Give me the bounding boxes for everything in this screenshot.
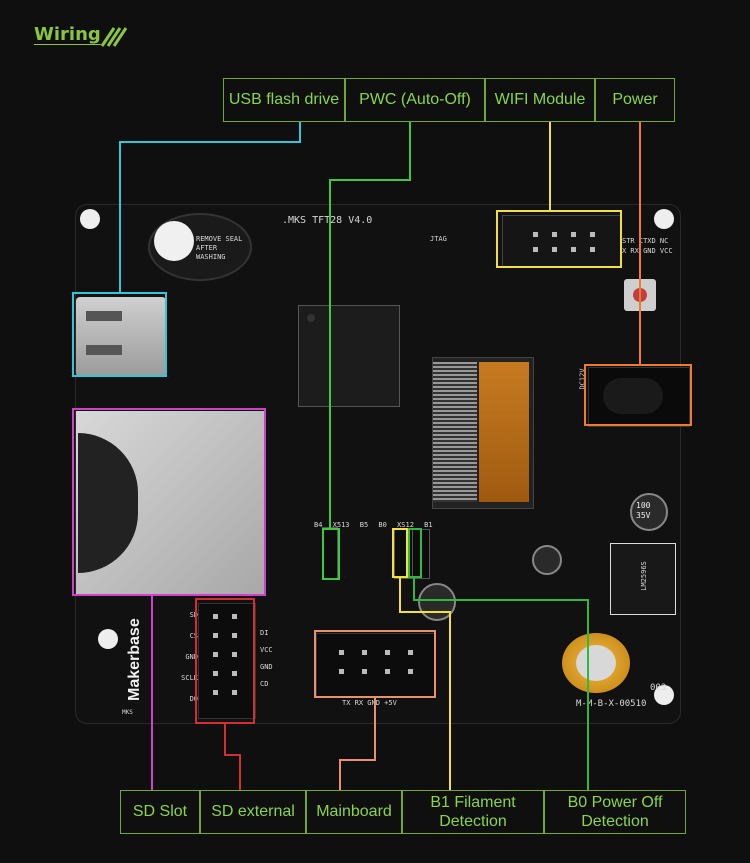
label-usb-flash-drive: USB flash drive: [223, 78, 345, 122]
label-power: Power: [595, 78, 675, 122]
buzzer: REMOVE SEAL AFTER WASHING: [148, 213, 252, 281]
serial-number: M-M-B-X-00510: [576, 699, 647, 709]
b1-highlight: [392, 528, 408, 578]
mks-tft28-board: .MKS TFT28 V4.0 REMOVE SEAL AFTER WASHIN…: [75, 204, 690, 724]
coin-battery: [562, 633, 630, 693]
sd-card-slot: [76, 411, 264, 595]
slash-decoration-icon: [100, 27, 128, 47]
mount-hole: [80, 209, 100, 229]
buzzer-seal: [154, 221, 194, 261]
wifi-pin-label: STR CTXD NC: [622, 237, 669, 245]
mainboard-highlight: [314, 630, 436, 698]
capacitor: [532, 545, 562, 575]
power-highlight: [584, 364, 692, 426]
sd-external-header: [198, 603, 256, 719]
label-pwc: PWC (Auto-Off): [345, 78, 485, 122]
sd-slot-highlight: [72, 408, 266, 596]
pwc-highlight: [322, 528, 340, 580]
wifi-highlight: [496, 210, 622, 268]
label-sd-slot: SD Slot: [120, 790, 200, 834]
mount-hole: [98, 629, 118, 649]
dc-power-jack: [588, 367, 690, 427]
buzzer-text: REMOVE SEAL AFTER WASHING: [196, 235, 243, 261]
mcu-chip: [298, 305, 400, 407]
jtag-label: JTAG: [430, 235, 447, 243]
usb-leader: [119, 122, 301, 292]
label-b0-power-off-detection: B0 Power Off Detection: [544, 790, 686, 834]
b1-leader: [399, 578, 451, 790]
b0-highlight: [408, 528, 422, 578]
pwc-leader: [329, 122, 411, 528]
batch-number: 003: [650, 683, 667, 693]
usb-port: [76, 297, 166, 377]
voltage-regulator: LM2596S: [610, 543, 676, 615]
mainboard-leader: [339, 698, 376, 790]
mainboard-header: [316, 633, 436, 697]
section-title: Wiring: [34, 24, 101, 45]
connector-labels: B4 X513 B5 B0 XS12 B1: [314, 521, 433, 529]
sd-external-leader: [224, 724, 241, 790]
capacitor: 100 35V: [630, 493, 668, 531]
label-wifi-module: WIFI Module: [485, 78, 595, 122]
label-mainboard: Mainboard: [306, 790, 402, 834]
b0-leader: [413, 578, 589, 790]
sd-external-highlight: [195, 598, 255, 724]
mount-hole: [654, 685, 674, 705]
mount-hole: [654, 209, 674, 229]
label-b1-filament-detection: B1 Filament Detection: [402, 790, 544, 834]
mainboard-pin-labels: TX RX GND +5V: [342, 699, 397, 707]
wifi-pin-label2: X RX GND VCC: [622, 247, 673, 255]
fpc-connector: [432, 357, 534, 509]
board-model: .MKS TFT28 V4.0: [282, 215, 373, 226]
usb-highlight: [72, 292, 167, 377]
makerbase-sub: MKS: [122, 709, 133, 716]
label-sd-external: SD external: [200, 790, 306, 834]
